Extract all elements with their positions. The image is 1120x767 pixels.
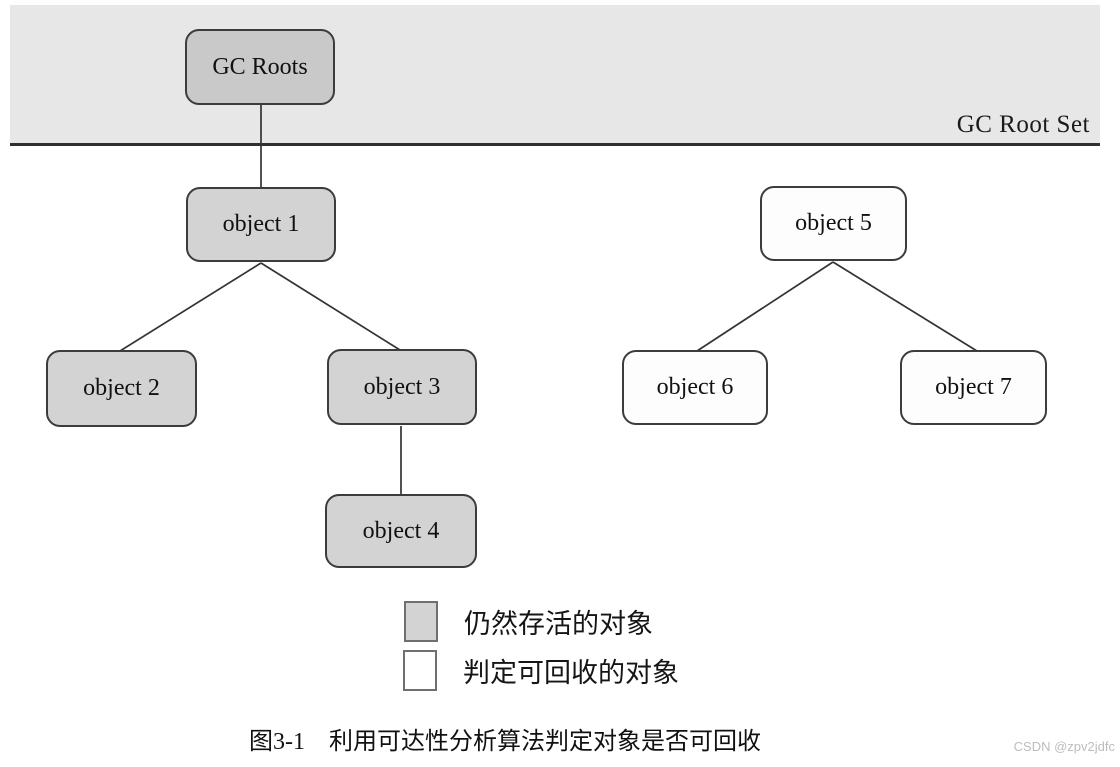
legend-label-alive: 仍然存活的对象 <box>464 609 653 639</box>
csdn-watermark: CSDN @zpv2jdfc <box>1013 739 1115 754</box>
legend-swatch-alive-icon <box>404 601 438 642</box>
node-object-3: object 3 <box>327 349 477 425</box>
edge-object1-object3 <box>260 262 401 351</box>
node-object-4-label: object 4 <box>362 517 440 544</box>
node-object-4: object 4 <box>325 494 477 568</box>
figure-caption: 图3-1 利用可达性分析算法判定对象是否可回收 <box>249 729 761 755</box>
node-object-3-label: object 3 <box>363 373 441 400</box>
edge-object5-object7 <box>832 261 978 352</box>
legend-label-recyclable: 判定可回收的对象 <box>463 658 679 688</box>
node-object-1-label: object 1 <box>222 211 300 237</box>
node-object-5: object 5 <box>760 186 907 261</box>
node-gc-roots-label: GC Roots <box>212 53 308 80</box>
legend-row-alive: 仍然存活的对象 <box>404 601 653 642</box>
node-object-5-label: object 5 <box>795 210 872 236</box>
node-object-6: object 6 <box>622 350 768 425</box>
node-object-7: object 7 <box>900 350 1047 425</box>
edge-object5-object6 <box>696 261 834 352</box>
node-object-7-label: object 7 <box>935 374 1012 400</box>
node-object-1: object 1 <box>186 187 336 262</box>
legend-row-recyclable: 判定可回收的对象 <box>403 650 679 691</box>
node-object-2-label: object 2 <box>83 375 160 401</box>
node-gc-roots: GC Roots <box>185 29 335 105</box>
node-object-6-label: object 6 <box>656 374 734 400</box>
edge-object1-object2 <box>119 262 262 352</box>
gc-root-set-label: GC Root Set <box>956 111 1090 138</box>
node-object-2: object 2 <box>46 350 197 427</box>
legend-swatch-recyclable-icon <box>403 650 437 691</box>
